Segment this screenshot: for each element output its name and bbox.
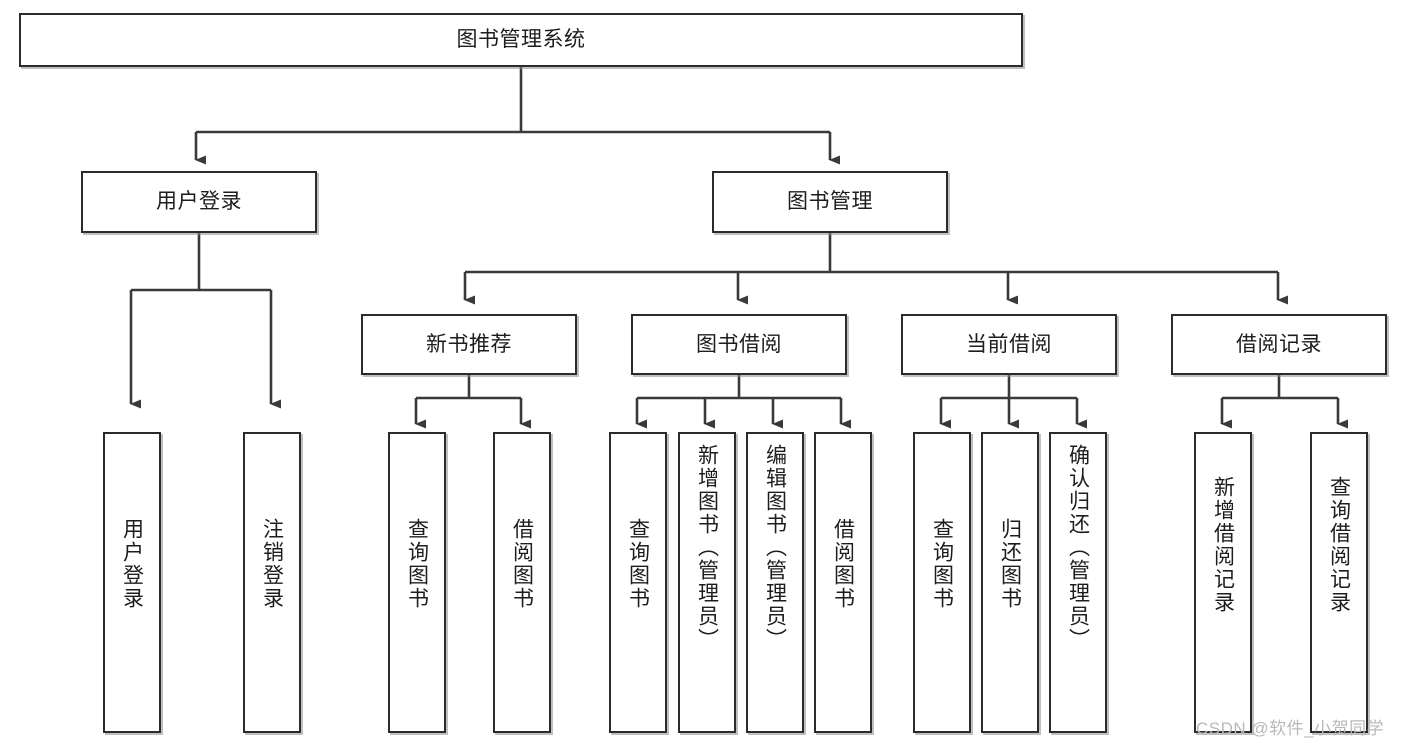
node-book-manage[interactable]: 图书管理 <box>712 171 948 233</box>
leaf-query-record[interactable]: 查询借阅记录 <box>1310 432 1368 733</box>
node-root-label: 图书管理系统 <box>456 28 586 52</box>
node-current-borrow[interactable]: 当前借阅 <box>901 314 1117 375</box>
leaf-confirm-return[interactable]: 确认归还（管理员） <box>1049 432 1107 733</box>
node-new-book-recommend[interactable]: 新书推荐 <box>361 314 577 375</box>
leaf-add-record[interactable]: 新增借阅记录 <box>1194 432 1252 733</box>
leaf-query-book-2-label: 查询图书 <box>626 518 650 610</box>
node-book-borrow[interactable]: 图书借阅 <box>631 314 847 375</box>
leaf-edit-book-label: 编辑图书（管理员） <box>763 444 787 651</box>
leaf-query-record-label: 查询借阅记录 <box>1327 476 1351 614</box>
leaf-borrow-book-2[interactable]: 借阅图书 <box>814 432 872 733</box>
leaf-return-book[interactable]: 归还图书 <box>981 432 1039 733</box>
leaf-borrow-book-2-label: 借阅图书 <box>831 518 855 610</box>
leaf-query-book-3[interactable]: 查询图书 <box>913 432 971 733</box>
leaf-query-book-3-label: 查询图书 <box>930 518 954 610</box>
node-new-book-recommend-label: 新书推荐 <box>426 332 512 356</box>
node-borrow-record[interactable]: 借阅记录 <box>1171 314 1387 375</box>
leaf-user-login-label: 用户登录 <box>120 518 144 610</box>
connector-edges <box>129 67 1348 429</box>
leaf-logout-login[interactable]: 注销登录 <box>243 432 301 733</box>
node-book-borrow-label: 图书借阅 <box>696 332 782 356</box>
node-user-login-label: 用户登录 <box>156 190 242 214</box>
node-borrow-record-label: 借阅记录 <box>1236 332 1322 356</box>
node-book-manage-label: 图书管理 <box>787 190 873 214</box>
leaf-query-book-1-label: 查询图书 <box>405 518 429 610</box>
leaf-return-book-label: 归还图书 <box>998 518 1022 610</box>
leaf-borrow-book-1-label: 借阅图书 <box>510 518 534 610</box>
leaf-logout-login-label: 注销登录 <box>260 518 284 610</box>
leaf-query-book-1[interactable]: 查询图书 <box>388 432 446 733</box>
leaf-confirm-return-label: 确认归还（管理员） <box>1066 444 1090 651</box>
node-user-login[interactable]: 用户登录 <box>81 171 317 233</box>
leaf-add-record-label: 新增借阅记录 <box>1211 476 1235 614</box>
node-root[interactable]: 图书管理系统 <box>19 13 1023 67</box>
leaf-borrow-book-1[interactable]: 借阅图书 <box>493 432 551 733</box>
leaf-add-book[interactable]: 新增图书（管理员） <box>678 432 736 733</box>
leaf-add-book-label: 新增图书（管理员） <box>695 444 719 651</box>
leaf-query-book-2[interactable]: 查询图书 <box>609 432 667 733</box>
leaf-edit-book[interactable]: 编辑图书（管理员） <box>746 432 804 733</box>
leaf-user-login[interactable]: 用户登录 <box>103 432 161 733</box>
node-current-borrow-label: 当前借阅 <box>966 332 1052 356</box>
